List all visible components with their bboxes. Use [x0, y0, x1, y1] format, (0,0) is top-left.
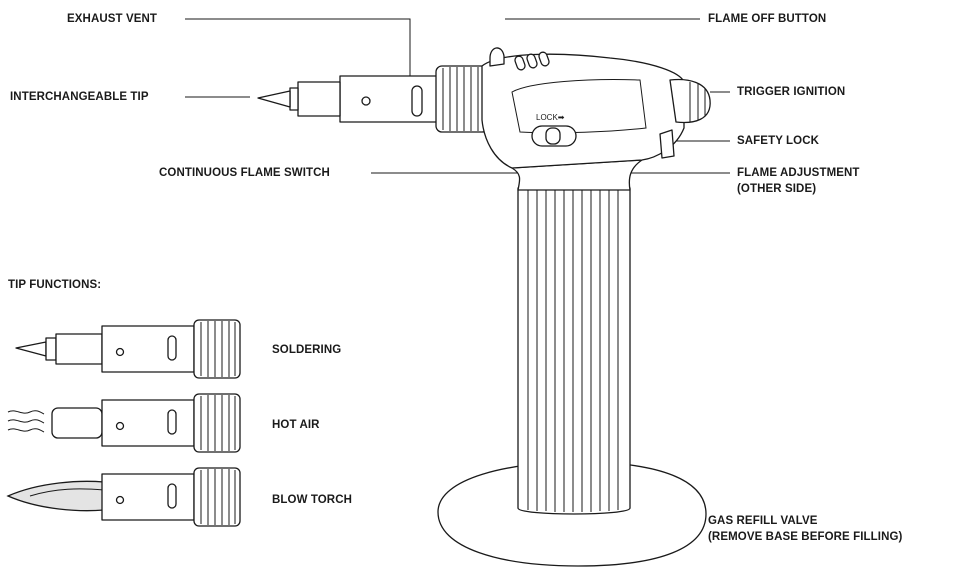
nozzle-hole [361, 96, 371, 106]
label-gas-refill-line2: (REMOVE BASE BEFORE FILLING) [708, 530, 903, 544]
tip-needle [257, 90, 291, 108]
tip-functions-heading: TIP FUNCTIONS: [8, 278, 102, 292]
hot-air-waves [7, 410, 45, 433]
trigger-grooves [689, 82, 706, 122]
leader-exhaust-vent [185, 18, 411, 88]
torch-handle [517, 187, 631, 515]
tip-soldering-illustration [15, 319, 241, 379]
label-continuous-flame-switch: CONTINUOUS FLAME SWITCH [159, 166, 330, 180]
soldering-shaft [55, 333, 103, 365]
flame-off-button [489, 47, 505, 67]
label-exhaust-vent: EXHAUST VENT [67, 12, 158, 26]
label-flame-adjustment-line2: (OTHER SIDE) [737, 182, 817, 196]
tip-label-hot-air: HOT AIR [272, 418, 320, 432]
tip-collar-ring [289, 87, 299, 111]
label-flame-off-button: FLAME OFF BUTTON [708, 12, 827, 26]
soldering-collar [45, 337, 57, 361]
hot-air-body [101, 399, 195, 447]
hot-air-shaft [51, 407, 103, 439]
soldering-needle [15, 341, 47, 357]
tip-hot-air-illustration [7, 393, 241, 453]
switch-slider [545, 127, 561, 145]
blow-torch-body [101, 473, 195, 521]
tip-label-soldering: SOLDERING [272, 343, 342, 357]
label-flame-adjustment-line1: FLAME ADJUSTMENT [737, 166, 860, 180]
label-safety-lock: SAFETY LOCK [737, 134, 820, 148]
nozzle-tube [339, 75, 449, 123]
safety-lock-lever [659, 129, 675, 159]
blow-torch-flame [6, 480, 105, 512]
tip-collar [297, 81, 341, 117]
main-torch: LOCK➡ [257, 47, 711, 567]
knurled-nut [435, 65, 489, 133]
handle-ribs [527, 190, 619, 512]
soldering-body [101, 325, 195, 373]
torch-neck [511, 159, 643, 191]
label-interchangeable-tip: INTERCHANGEABLE TIP [10, 90, 149, 104]
torch-head [481, 53, 685, 169]
tip-blow-torch-illustration [6, 467, 241, 527]
lock-marking: LOCK➡ [536, 113, 565, 122]
label-trigger-ignition: TRIGGER IGNITION [737, 85, 846, 99]
exhaust-vent-slot [411, 85, 423, 117]
label-gas-refill-line1: GAS REFILL VALVE [708, 514, 818, 528]
tip-label-blow-torch: BLOW TORCH [272, 493, 353, 507]
top-vents [514, 51, 550, 71]
